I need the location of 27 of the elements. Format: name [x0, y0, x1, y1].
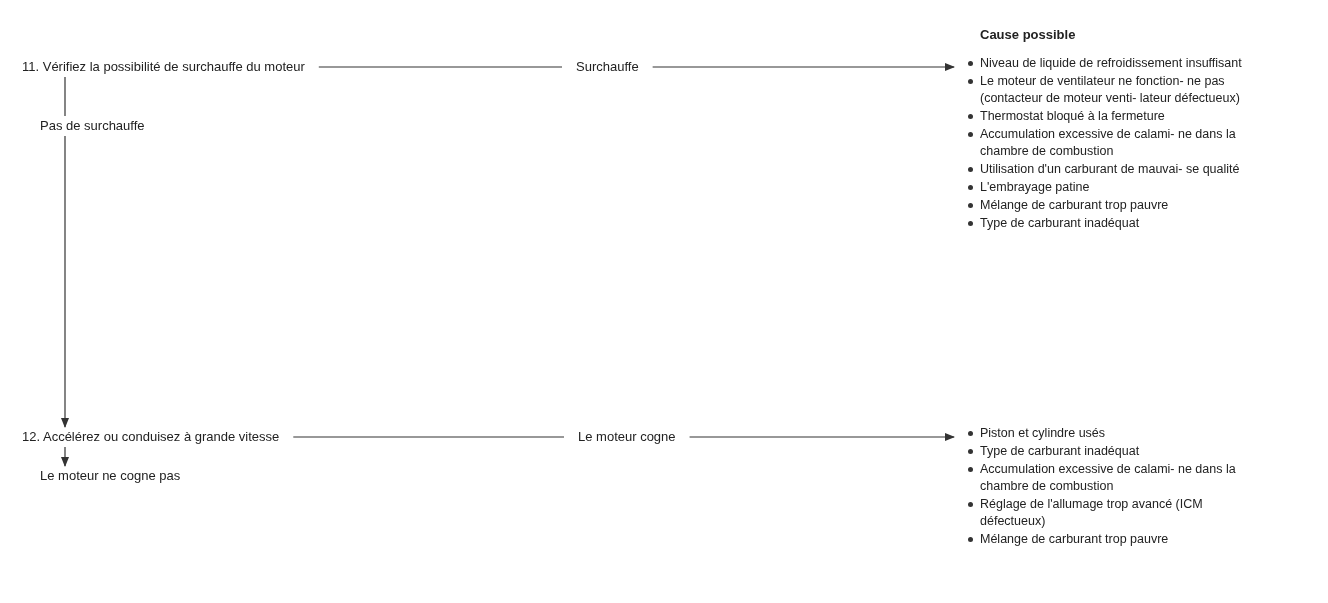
arrow [61, 446, 69, 467]
step-text: 11. Vérifiez la possibilité de surchauffe du moteur [22, 58, 305, 76]
column-heading: Cause possible [980, 26, 1076, 44]
cause-item: Piston et cylindre usés [980, 425, 1106, 442]
cause-item: Accumulation excessive de calami- ne dans la chambre de combustion [980, 461, 1237, 495]
cause-item: Utilisation d'un carburant de mauvai- se qualité [980, 161, 1240, 178]
connector-line [318, 66, 563, 68]
connector-line [292, 436, 565, 438]
cause-item: Accumulation excessive de calami- ne dans la chambre de combustion [980, 126, 1237, 160]
connector-line [64, 76, 66, 117]
cause-item: Réglage de l'allumage trop avancé (ICM défectueux) [980, 496, 1204, 530]
arrow [61, 135, 69, 428]
cause-item: L'embrayage patine [980, 179, 1090, 196]
outcome-text: Pas de surchauffe [40, 117, 145, 135]
outcome-text: Le moteur ne cogne pas [40, 467, 181, 485]
outcome-text: Surchauffe [576, 58, 639, 76]
step-text: 12. Accélérez ou conduisez à grande vitesse [22, 428, 280, 446]
cause-item: Type de carburant inadéquat [980, 443, 1140, 460]
cause-item: Niveau de liquide de refroidissement insuffisant [980, 55, 1242, 72]
cause-item: Mélange de carburant trop pauvre [980, 197, 1169, 214]
cause-item: Mélange de carburant trop pauvre [980, 531, 1169, 548]
arrow [689, 433, 955, 441]
outcome-text: Le moteur cogne [578, 428, 676, 446]
cause-item: Thermostat bloqué à la fermeture [980, 108, 1165, 125]
cause-item: Le moteur de ventilateur ne fonction- ne pas (contacteur de moteur venti- lateur défectueux) [980, 73, 1241, 107]
arrow [652, 63, 955, 71]
cause-item: Type de carburant inadéquat [980, 215, 1140, 232]
